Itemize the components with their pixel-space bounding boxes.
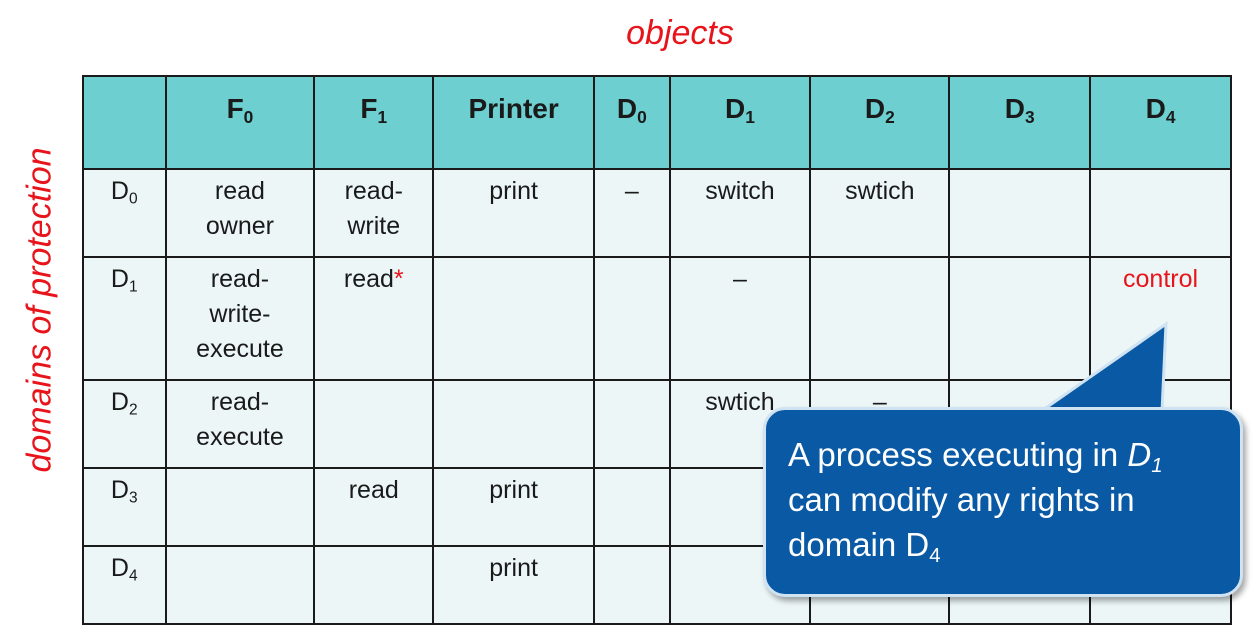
col-header-f1: F1 [313,75,435,170]
matrix-cell: swtich [809,168,951,258]
matrix-cell: print [432,168,596,258]
matrix-cell: read* [313,256,435,381]
col-header-d2: D2 [809,75,951,170]
col-header-d4: D4 [1089,75,1232,170]
col-header-d3: D3 [948,75,1092,170]
matrix-cell [313,545,435,625]
callout-line-2: can modify any rights in [788,481,1135,518]
matrix-cell: read-write [313,168,435,258]
matrix-cell [593,467,671,547]
matrix-cell [593,379,671,469]
matrix-cell [593,256,671,381]
matrix-cell: – [593,168,671,258]
matrix-cell: read-execute [164,379,316,469]
header-corner-cell [82,75,167,170]
header-row: F0 F1 Printer D0 D1 D2 D3 D4 [82,75,1232,170]
matrix-cell [164,545,316,625]
row-header-cell: D0 [82,168,167,258]
matrix-cell [313,379,435,469]
matrix-cell [1089,168,1232,258]
domains-axis-label: domains of protection [20,147,59,473]
col-header-printer: Printer [432,75,596,170]
objects-axis-label: objects [626,14,734,52]
col-header-d0: D0 [593,75,671,170]
row-header-cell: D2 [82,379,167,469]
row-header-cell: D3 [82,467,167,547]
callout-line-1: A process executing in D1 [788,436,1163,478]
callout-box: A process executing in D1 can modify any… [763,407,1243,597]
col-header-d1: D1 [668,75,812,170]
row-header-cell: D4 [82,545,167,625]
matrix-cell [948,168,1092,258]
matrix-cell [948,256,1092,381]
matrix-cell [432,379,596,469]
matrix-cell [164,467,316,547]
col-header-f0: F0 [164,75,316,170]
matrix-cell: print [432,545,596,625]
row-header-cell: D1 [82,256,167,381]
matrix-cell [432,256,596,381]
matrix-cell: – [668,256,812,381]
matrix-cell [593,545,671,625]
callout-line-3: domain D4 [788,526,941,568]
matrix-cell: read [313,467,435,547]
matrix-cell: read-write-execute [164,256,316,381]
matrix-cell: print [432,467,596,547]
matrix-cell: switch [668,168,812,258]
matrix-cell [809,256,951,381]
callout-pointer [1035,321,1168,414]
